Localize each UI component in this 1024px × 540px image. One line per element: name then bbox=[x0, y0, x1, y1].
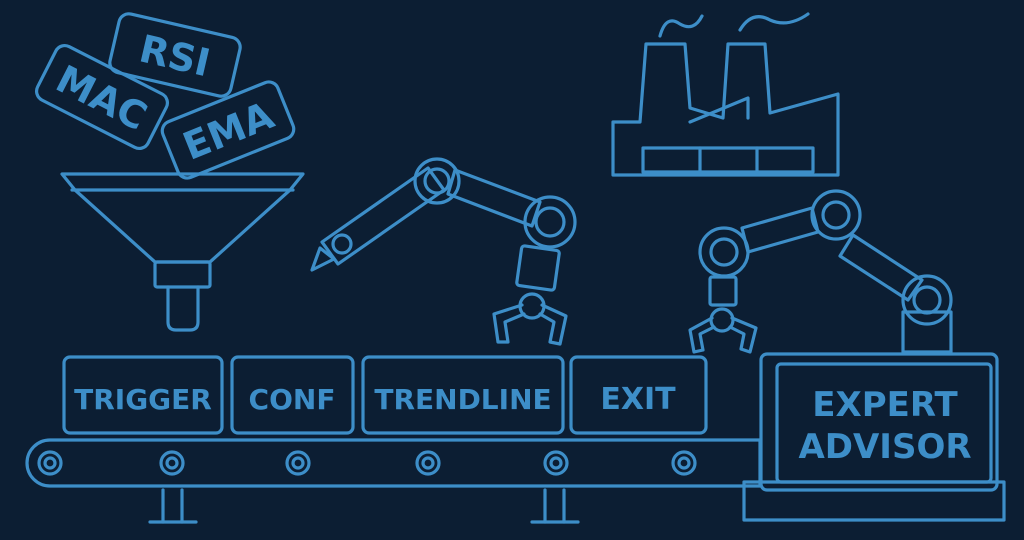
indicator-tag-rsi: RSI bbox=[108, 12, 242, 98]
indicator-tag-ema-outline bbox=[160, 80, 296, 180]
expert-advisor-box: EXPERT ADVISOR bbox=[742, 352, 1006, 522]
factory-icon bbox=[611, 12, 840, 177]
indicator-tag-rsi-label: RSI bbox=[135, 27, 214, 86]
factory-smoke-right bbox=[738, 12, 810, 32]
robot-arm-center-link bbox=[515, 244, 561, 292]
funnel bbox=[60, 172, 305, 332]
indicator-tag-ema-label: EMA bbox=[177, 93, 280, 169]
robot-arm-center-shoulder-joint bbox=[523, 195, 577, 249]
conveyor-module-trendline-label: TRENDLINE bbox=[374, 383, 551, 416]
indicator-tag-rsi-outline bbox=[108, 12, 242, 98]
robot-arm-right-upper-arm bbox=[740, 206, 820, 254]
conveyor-module-trendline-box bbox=[361, 355, 565, 435]
funnel-collar bbox=[153, 260, 212, 289]
conveyor-module-conf-box bbox=[230, 355, 355, 435]
factory-roof-step bbox=[688, 96, 750, 124]
conveyor-belt bbox=[25, 438, 762, 524]
conveyor-roller-axle bbox=[677, 456, 691, 470]
robot-arm-right-wrist-core bbox=[709, 237, 739, 267]
conveyor-module-trigger-label: TRIGGER bbox=[74, 383, 212, 416]
conveyor-roller bbox=[671, 450, 697, 476]
conveyor-roller bbox=[543, 450, 569, 476]
expert-advisor-label-line2: ADVISOR bbox=[798, 427, 971, 467]
factory-window-strip bbox=[641, 146, 815, 174]
robot-arm-center-tool-tip bbox=[310, 246, 336, 272]
conveyor-belt-outline bbox=[25, 438, 762, 488]
robot-arm-right-gripper-right bbox=[728, 316, 758, 354]
conveyor-module-conf-label: CONF bbox=[249, 383, 336, 416]
conveyor-module-exit: EXIT bbox=[569, 355, 708, 435]
conveyor-roller bbox=[415, 450, 441, 476]
funnel-bowl bbox=[60, 172, 305, 264]
conveyor-module-exit-box bbox=[569, 355, 708, 435]
conveyor-roller bbox=[159, 450, 185, 476]
robot-arm-center-wrist-joint bbox=[331, 233, 353, 255]
robot-arm-center-gripper-right bbox=[538, 303, 568, 346]
robot-arm-center-gripper-left bbox=[492, 303, 526, 344]
conveyor-module-trigger-box bbox=[62, 355, 224, 435]
conveyor-module-exit-label: EXIT bbox=[600, 382, 676, 417]
robot-arm-right-elbow-core bbox=[821, 200, 851, 230]
conveyor-roller-axle bbox=[165, 456, 179, 470]
conveyor-roller-axle bbox=[291, 456, 305, 470]
robot-arm-right-link bbox=[708, 275, 738, 307]
indicator-tag-mac-outline bbox=[34, 43, 170, 151]
funnel-spout bbox=[166, 285, 200, 332]
robot-arm-right-gripper-left bbox=[688, 316, 716, 354]
conveyor-stand-right bbox=[530, 488, 580, 524]
robot-arm-right bbox=[688, 189, 953, 354]
expert-advisor-outer-frame bbox=[759, 352, 999, 492]
robot-arm-center-elbow-joint bbox=[413, 157, 461, 205]
robot-arm-center bbox=[310, 157, 577, 346]
expert-advisor-label-line1: EXPERT bbox=[812, 385, 958, 425]
conveyor-module-trigger: TRIGGER bbox=[62, 355, 224, 435]
factory-smoke-left bbox=[658, 14, 704, 38]
robot-arm-right-base-joint bbox=[901, 274, 953, 326]
conveyor-roller bbox=[37, 450, 63, 476]
robot-arm-center-shoulder-core bbox=[534, 206, 566, 238]
robot-arm-center-elbow-core bbox=[423, 167, 451, 195]
robot-arm-right-elbow-joint bbox=[810, 189, 862, 241]
conveyor-module-trendline: TRENDLINE bbox=[361, 355, 565, 435]
robot-arm-right-lower-arm bbox=[838, 233, 924, 302]
factory-building bbox=[611, 42, 840, 177]
expert-advisor-base bbox=[742, 480, 1006, 522]
conveyor-roller-axle bbox=[549, 456, 563, 470]
robot-arm-center-upper-arm bbox=[446, 168, 542, 228]
conveyor-roller-axle bbox=[43, 456, 57, 470]
conveyor-roller-axle bbox=[421, 456, 435, 470]
conveyor-stand-left bbox=[148, 488, 198, 524]
conveyor-module-conf: CONF bbox=[230, 355, 355, 435]
conveyor-rollers bbox=[37, 450, 697, 476]
robot-arm-right-wrist-joint bbox=[698, 226, 750, 278]
robot-arm-right-base-core bbox=[912, 285, 942, 315]
conveyor-roller bbox=[285, 450, 311, 476]
